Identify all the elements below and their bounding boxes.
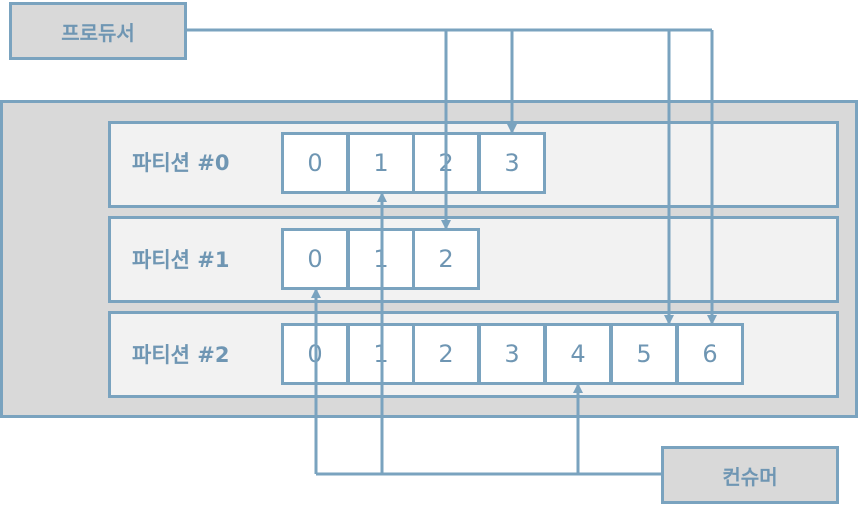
- consumer-label: 컨슈머: [722, 464, 778, 489]
- p2-offset-4: 4: [544, 323, 612, 385]
- p2-offset-2: 2: [412, 323, 480, 385]
- p2-offset-3: 3: [478, 323, 546, 385]
- p2-offset-0: 0: [281, 323, 349, 385]
- p2-offset-5: 5: [610, 323, 678, 385]
- p1-offset-2: 2: [412, 228, 480, 290]
- consumer-box: 컨슈머: [661, 446, 839, 504]
- p2-offset-6: 6: [676, 323, 744, 385]
- p0-offset-3: 3: [478, 132, 546, 194]
- p0-offset-0: 0: [281, 132, 349, 194]
- producer-label: 프로듀서: [61, 20, 135, 45]
- p2-offset-1: 1: [347, 323, 415, 385]
- p1-offset-0: 0: [281, 228, 349, 290]
- p0-offset-2: 2: [412, 132, 480, 194]
- partition-0-label: 파티션 #0: [132, 151, 230, 175]
- producer-box: 프로듀서: [9, 2, 187, 60]
- partition-2-label: 파티션 #2: [132, 343, 230, 367]
- p0-offset-1: 1: [347, 132, 415, 194]
- partition-1-label: 파티션 #1: [132, 248, 230, 272]
- p1-offset-1: 1: [347, 228, 415, 290]
